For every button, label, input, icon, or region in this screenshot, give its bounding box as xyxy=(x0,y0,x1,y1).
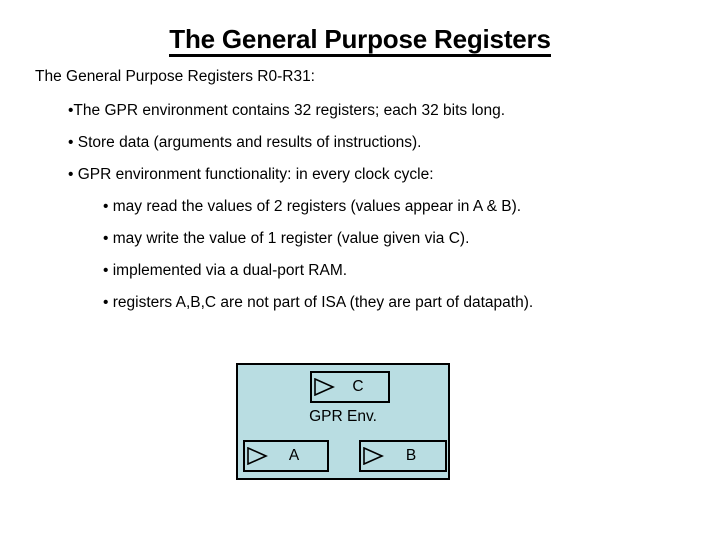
page-title-text: The General Purpose Registers xyxy=(169,25,551,58)
register-port-c-label: C xyxy=(352,378,364,395)
slide-lead-text: The General Purpose Registers R0-R31: xyxy=(35,68,315,85)
register-port-b: B xyxy=(359,440,447,472)
register-port-b-label: B xyxy=(405,447,417,464)
bullet-item: • may write the value of 1 register (val… xyxy=(103,230,470,247)
register-port-a-label: A xyxy=(288,447,300,464)
bullet-list-level2: • may read the values of 2 registers (va… xyxy=(103,199,703,327)
bullet-item: • may read the values of 2 registers (va… xyxy=(103,198,522,215)
bullet-item: • Store data (arguments and results of i… xyxy=(68,134,422,151)
register-port-a: A xyxy=(243,440,329,472)
page-title: The General Purpose Registers xyxy=(0,25,720,58)
triangle-right-icon xyxy=(247,447,268,465)
bullet-item: • GPR environment functionality: in ever… xyxy=(68,166,434,183)
triangle-right-icon xyxy=(314,378,335,396)
triangle-right-icon xyxy=(363,447,384,465)
gpr-environment-block: GPR Env. C A B xyxy=(236,363,450,480)
bullet-item: • registers A,B,C are not part of ISA (t… xyxy=(103,294,534,311)
bullet-list-level1: •The GPR environment contains 32 registe… xyxy=(68,103,688,199)
bullet-item: •The GPR environment contains 32 registe… xyxy=(68,102,506,119)
register-port-c: C xyxy=(310,371,390,403)
bullet-item: • implemented via a dual-port RAM. xyxy=(103,262,348,279)
gpr-environment-label: GPR Env. xyxy=(309,408,377,425)
